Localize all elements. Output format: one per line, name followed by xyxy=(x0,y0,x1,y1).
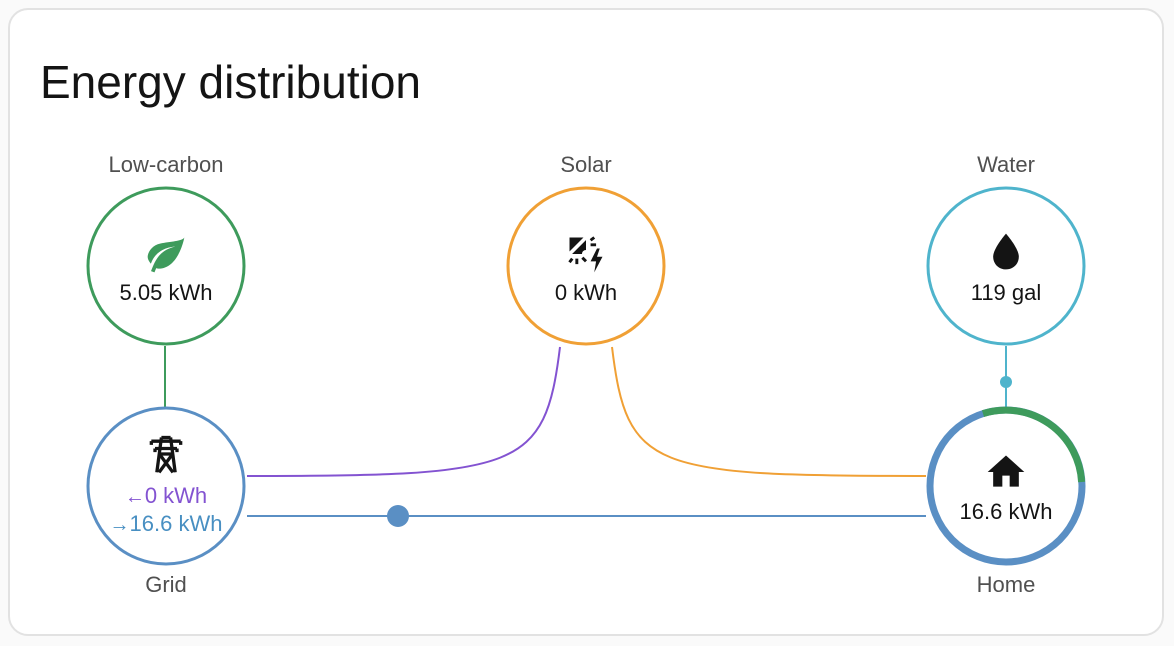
grid-consume-row: →16.6 kWh xyxy=(86,511,246,538)
home-value: 16.6 kWh xyxy=(959,499,1053,524)
solar-to-home-line xyxy=(611,346,927,477)
leaf-icon xyxy=(147,237,185,273)
home-low-carbon-arc xyxy=(981,406,1086,483)
water-drop-icon xyxy=(993,233,1019,270)
arrow-left-icon: ← xyxy=(124,486,145,508)
home-label: Home xyxy=(976,572,1036,597)
arrow-right-icon: → xyxy=(109,514,130,536)
transmission-tower-icon xyxy=(149,435,183,474)
solar-power-icon xyxy=(568,236,603,273)
low-carbon-value: 5.05 kWh xyxy=(119,280,213,305)
water-flow-dot xyxy=(1000,376,1012,388)
water-value: 119 gal xyxy=(970,280,1042,305)
home-icon xyxy=(987,455,1025,487)
low-carbon-label: Low-carbon xyxy=(108,152,224,177)
solar-circle[interactable] xyxy=(506,186,666,346)
grid-return-row: ←0 kWh xyxy=(86,483,246,510)
grid-flow-dot xyxy=(387,505,409,527)
grid-circle[interactable] xyxy=(86,406,246,566)
water-label: Water xyxy=(977,152,1035,177)
solar-value: 0 kWh xyxy=(554,280,618,305)
grid-return-value: 0 kWh xyxy=(144,483,208,508)
grid-label: Grid xyxy=(145,572,187,597)
card-title: Energy distribution xyxy=(40,56,421,108)
solar-label: Solar xyxy=(560,152,612,177)
solar-to-grid-line xyxy=(246,346,561,477)
grid-consume-value: 16.6 kWh xyxy=(129,511,223,536)
